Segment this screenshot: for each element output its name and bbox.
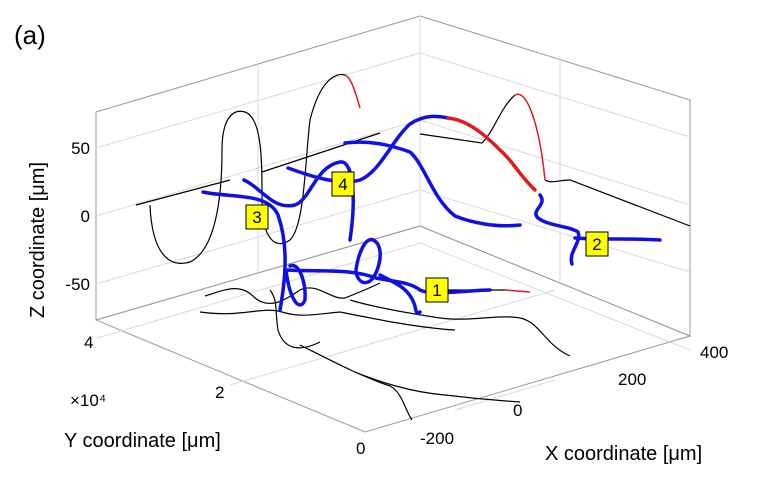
trajectory — [201, 114, 662, 315]
svg-text:3: 3 — [252, 208, 261, 227]
x-axis-label: X coordinate [μm] — [545, 443, 702, 465]
svg-text:4: 4 — [338, 175, 347, 194]
floor — [94, 225, 692, 433]
svg-text:1: 1 — [432, 281, 441, 300]
x-tick-minus200: -200 — [420, 429, 454, 448]
y-axis-label: Y coordinate [μm] — [64, 430, 221, 452]
y-tick-4: 4 — [84, 333, 93, 352]
trajectory-label-1: 1 — [425, 277, 449, 303]
trajectory-label-4: 4 — [331, 171, 355, 197]
grid-lines — [95, 16, 691, 411]
axes-box — [94, 15, 692, 433]
z-tick-50: 50 — [71, 139, 90, 158]
trajectory-label-3: 3 — [245, 204, 269, 230]
panel-label: (a) — [14, 20, 46, 50]
yz-projection-highlight — [344, 74, 361, 109]
xy-projection-highlight — [504, 289, 531, 293]
x-tick-400: 400 — [700, 343, 728, 362]
svg-text:2: 2 — [592, 235, 601, 254]
right-wall — [419, 15, 691, 337]
z-tick-minus50: -50 — [65, 275, 90, 294]
y-tick-2: 2 — [215, 383, 224, 402]
x-tick-200: 200 — [618, 370, 646, 389]
z-axis-label: Z coordinate [μm] — [27, 162, 49, 318]
xy-projection — [199, 282, 571, 421]
y-tick-0: 0 — [356, 439, 365, 458]
yz-projection — [135, 73, 381, 264]
trajectory-label-2: 2 — [585, 231, 609, 257]
z-tick-0: 0 — [81, 207, 90, 226]
x-tick-0: 0 — [513, 401, 522, 420]
trajectory-highlight — [446, 116, 537, 192]
xz-projection — [419, 94, 691, 227]
xz-projection-highlight — [514, 93, 546, 181]
y-exponent-label: ×10⁴ — [70, 391, 106, 410]
